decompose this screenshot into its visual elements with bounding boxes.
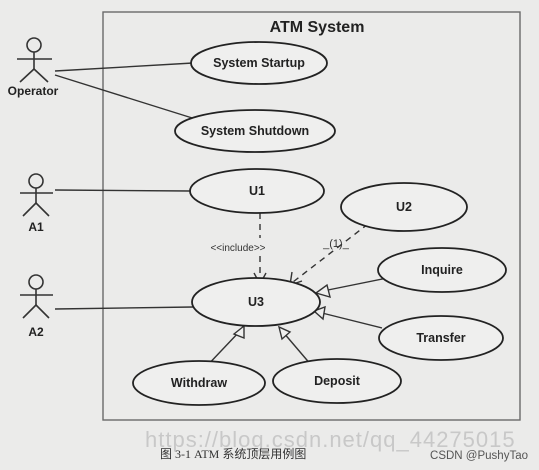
actor-label: A1 — [28, 220, 44, 234]
use-case-label: Transfer — [416, 331, 465, 345]
actor-label: Operator — [8, 84, 59, 98]
use-case-label: U3 — [248, 295, 264, 309]
actor-a2[interactable]: A2 — [20, 274, 53, 339]
generalization-deposit-u3 — [282, 331, 313, 367]
actor-a1[interactable]: A1 — [20, 173, 53, 234]
use-case-u3[interactable]: U3 — [191, 277, 321, 327]
use-case-system-shutdown[interactable]: System Shutdown — [174, 109, 336, 153]
use-case-deposit[interactable]: Deposit — [272, 358, 402, 404]
system-boundary — [102, 11, 521, 421]
include-label: <<include>> — [210, 243, 265, 254]
generalization-deposit-arrowhead — [277, 325, 292, 341]
dependency-u2-u3 — [292, 223, 369, 283]
assoc-a2-u3 — [54, 306, 194, 310]
generalization-withdraw-arrowhead — [232, 324, 245, 340]
use-case-inquire[interactable]: Inquire — [377, 247, 507, 293]
blank-1-label: _(1)_ — [322, 238, 350, 250]
assoc-operator-startup — [54, 62, 194, 72]
system-title: ATM System — [270, 19, 365, 36]
generalization-inquire-arrowhead — [314, 283, 331, 299]
csdn-credit: CSDN @PushyTao — [430, 450, 528, 462]
use-case-system-startup[interactable]: System Startup — [190, 41, 328, 85]
stick-figure-icon — [17, 37, 52, 83]
assoc-operator-shutdown — [54, 74, 206, 123]
use-case-transfer[interactable]: Transfer — [378, 315, 504, 361]
use-case-withdraw[interactable]: Withdraw — [132, 360, 266, 406]
generalization-transfer-u3 — [321, 312, 383, 329]
use-case-label: Withdraw — [171, 376, 227, 390]
use-case-label: U1 — [249, 184, 265, 198]
use-case-label: U2 — [396, 200, 412, 214]
use-case-label: Deposit — [314, 374, 361, 388]
use-case-u2[interactable]: U2 — [340, 182, 468, 232]
use-case-label: Inquire — [421, 263, 463, 277]
use-case-label: System Shutdown — [201, 124, 309, 138]
use-case-label: System Startup — [213, 56, 305, 70]
stick-figure-icon — [20, 274, 53, 319]
generalization-inquire-u3 — [322, 276, 393, 292]
actor-operator[interactable]: Operator — [8, 37, 59, 98]
actor-label: A2 — [28, 325, 44, 339]
assoc-a1-u1 — [54, 189, 191, 192]
figure-caption: 图 3-1 ATM 系统顶层用例图 — [160, 447, 306, 461]
watermark-text: https://blog.csdn.net/qq_44275015 — [145, 427, 516, 452]
stick-figure-icon — [20, 173, 53, 217]
use-case-u1[interactable]: U1 — [189, 168, 325, 214]
